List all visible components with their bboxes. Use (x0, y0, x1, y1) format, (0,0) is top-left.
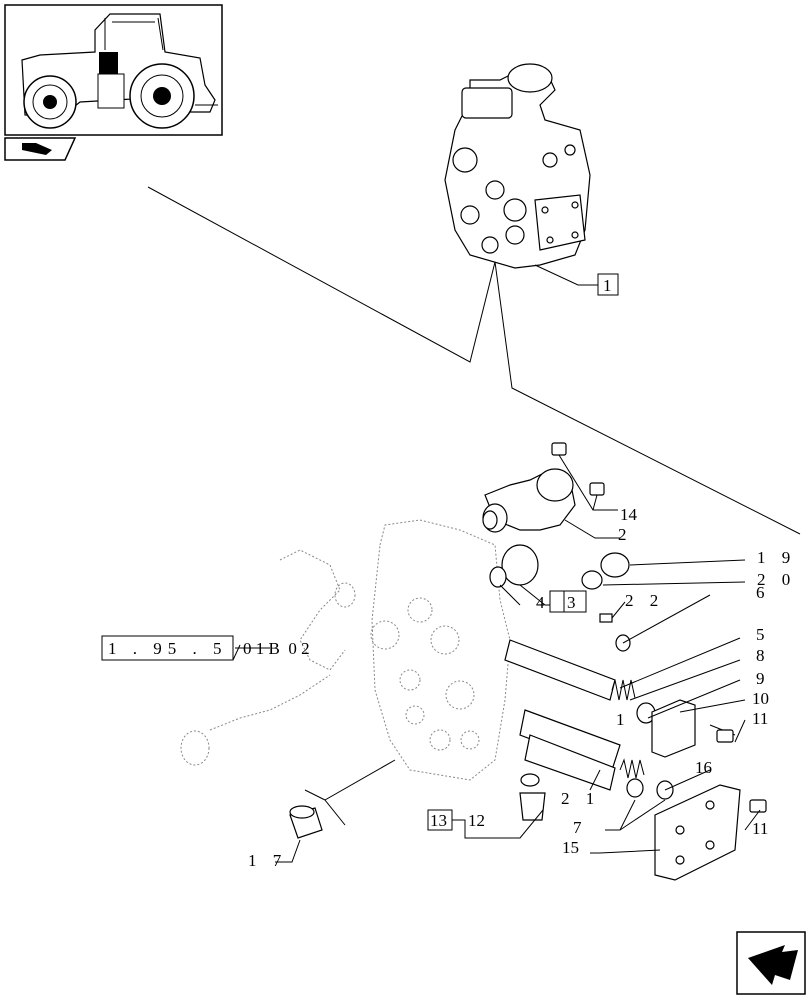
callout-10: 10 (752, 689, 769, 708)
callout-13: 13 (430, 811, 447, 830)
callout-15: 15 (562, 838, 579, 857)
ghost-valve-body (180, 519, 511, 781)
callout-12: 12 (468, 811, 485, 830)
callout-1: 1 (603, 276, 612, 295)
callout-11-bottom: 11 (752, 819, 768, 838)
callout-21: 2 1 (561, 789, 600, 808)
callout-22: 2 2 (625, 591, 664, 610)
callout-11-top: 11 (752, 709, 768, 728)
callout-16: 16 (695, 758, 712, 777)
next-page-arrow-icon[interactable] (736, 931, 806, 995)
valve-assembly-part (444, 63, 591, 269)
callout-2: 2 (618, 525, 627, 544)
callout-18: 1 (616, 710, 625, 729)
callout-3: 3 (567, 593, 576, 612)
callout-5: 5 (756, 625, 765, 644)
screw-part (551, 442, 605, 496)
solenoid-part (482, 468, 576, 533)
callout-20: 2 0 (757, 570, 796, 589)
tractor-thumbnail-icon[interactable] (4, 4, 223, 136)
reference-link[interactable]: 1 . 95 . 5 0 1 B 0 2 (101, 635, 310, 661)
callout-6: 6 (756, 583, 765, 602)
callout-9: 9 (756, 669, 765, 688)
spool-part (504, 639, 621, 791)
book-folder-icon[interactable] (4, 137, 77, 161)
callout-19: 1 9 (757, 548, 796, 567)
zoom-leader-lines (147, 186, 801, 535)
callout-14: 14 (620, 505, 638, 524)
reference-suffix: 0 1 B 0 2 (243, 639, 310, 658)
callout-7: 7 (573, 818, 582, 837)
callout-8: 8 (756, 646, 765, 665)
callout-17: 1 7 (248, 851, 287, 870)
callout-4: 4 (536, 593, 545, 612)
reference-label: 1 . 95 . 5 (108, 639, 228, 658)
